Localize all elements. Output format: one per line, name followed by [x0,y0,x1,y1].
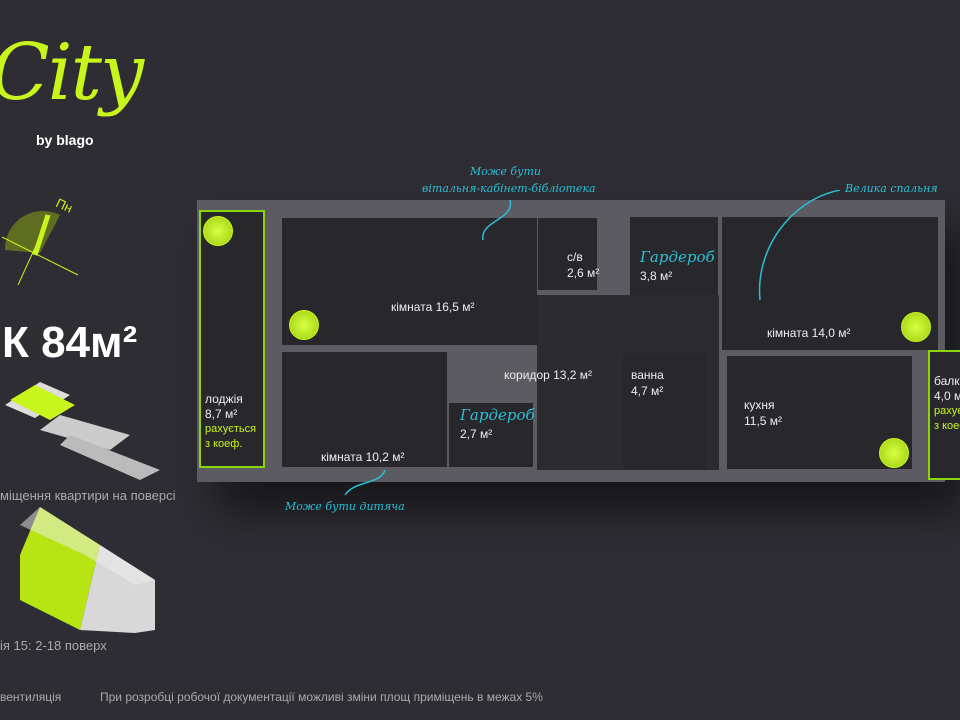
plant-icon [289,310,319,340]
bath-name: ванна [631,368,664,382]
balcony-note2: з коеф [934,420,960,432]
room3-label: кімната 14,0 м² [767,326,851,340]
annotation-arrows [344,190,840,496]
wardrobe2-area: 2,7 м² [460,427,493,441]
corridor-label: коридор 13,2 м² [504,368,593,382]
section-caption: ія 15: 2-18 поверх [0,638,107,653]
annotation-3: Може бути дитяча [285,500,405,513]
room1-label: кімната 16,5 м² [391,300,475,314]
room2-label: кімната 10,2 м² [321,450,405,464]
footer-note: При розробці робочої документації можлив… [100,690,543,704]
plant-icon [203,216,233,246]
wardrobe1-area: 3,8 м² [640,269,673,283]
balcony-note: рахує [934,405,960,417]
floor-plan: лоджія 8,7 м² рахується з коеф. кімната … [197,200,960,482]
city-logo: City [0,28,144,118]
wc-name: с/в [567,250,583,264]
kitchen-name: кухня [744,398,775,412]
floor-position-caption: міщення квартири на поверсі [0,488,176,503]
logo-subtitle: by blago [36,132,94,148]
section-diagram [20,507,155,633]
wardrobe2-name: Гардероб [460,406,535,424]
wc-area: 2,6 м² [567,266,600,280]
kitchen-area: 11,5 м² [744,414,783,428]
annotation-2: Велика спальня [845,182,938,195]
plant-icon [901,312,931,342]
footer-ventilation: вентиляція [0,690,62,704]
room-loggia[interactable] [199,210,265,468]
balcony-area: 4,0 м [934,389,960,403]
compass-icon [1,210,79,285]
annotation-1b: вітальня-кабінет-бібліотека [422,182,596,195]
room-wardrobe-1[interactable] [630,217,718,297]
plant-icon [879,438,909,468]
bath-area: 4,7 м² [631,384,664,398]
room-wc[interactable] [538,218,597,290]
balcony-name: балк [934,374,960,388]
loggia-note: рахується [205,423,257,435]
loggia-name: лоджія [205,392,243,406]
room-2[interactable] [282,352,447,467]
floor-position-diagram [5,382,160,480]
room-balcony[interactable] [928,350,960,480]
apartment-title: К 84м² [2,318,138,367]
room-1[interactable] [282,218,537,345]
room-wardrobe-2[interactable] [449,403,533,467]
annotation-1a: Може бути [470,165,542,178]
room-bath[interactable] [623,353,706,469]
loggia-area: 8,7 м² [205,407,238,421]
loggia-note2: з коеф. [205,438,243,450]
wardrobe1-name: Гардероб [640,248,715,266]
